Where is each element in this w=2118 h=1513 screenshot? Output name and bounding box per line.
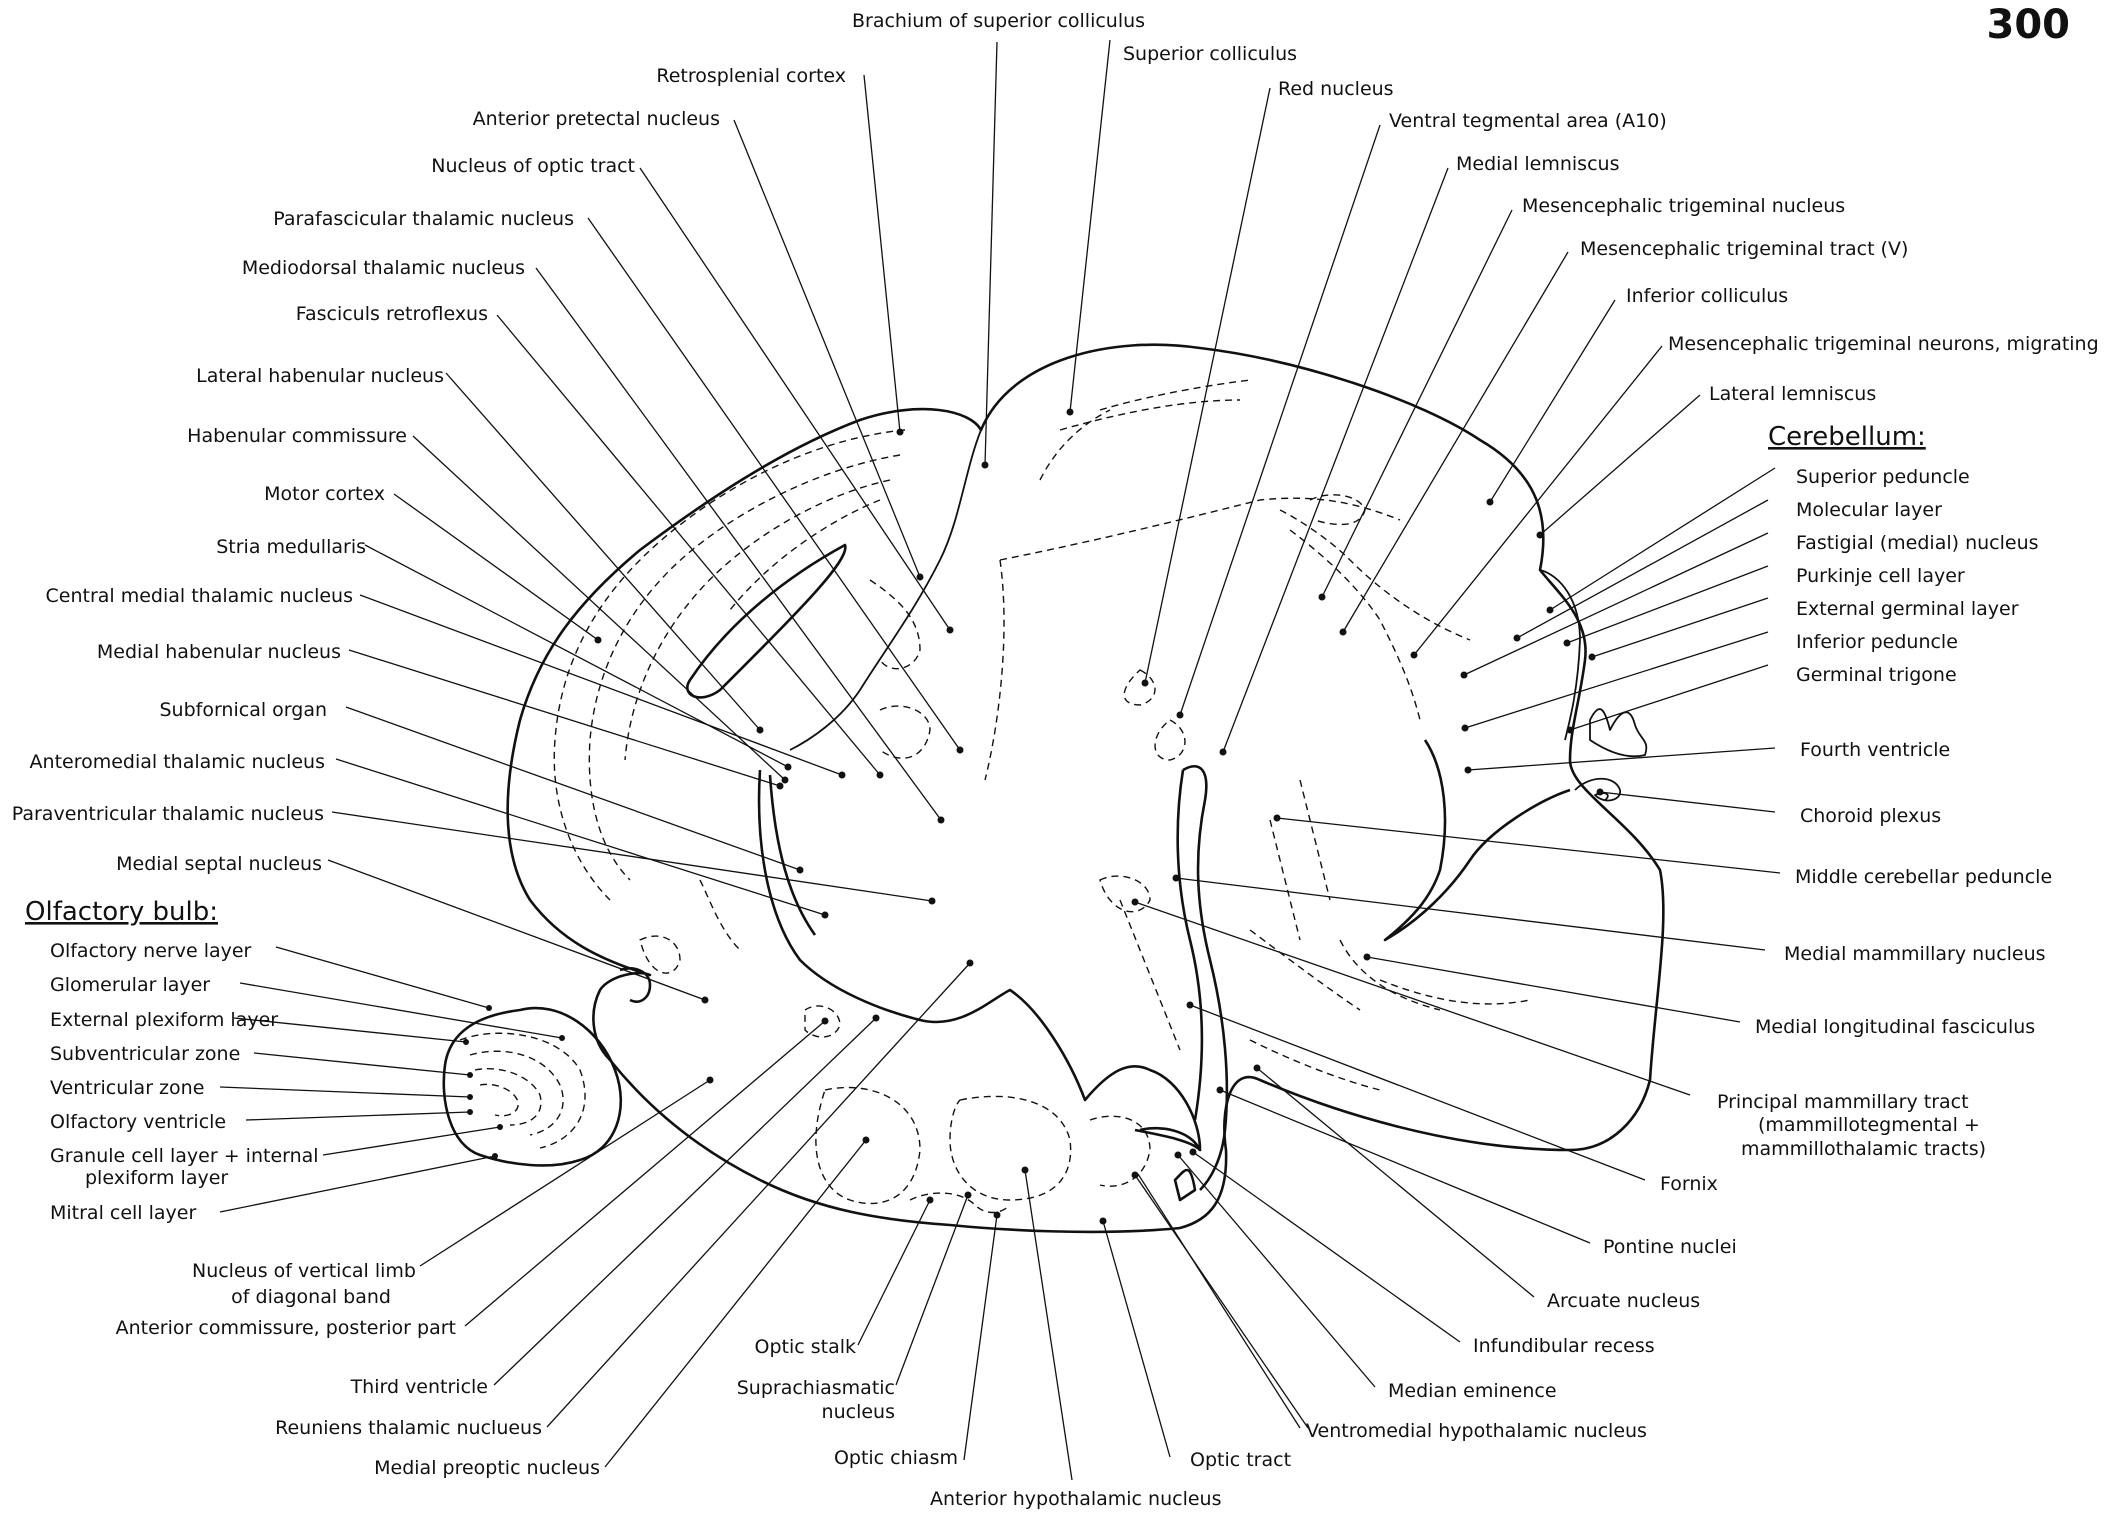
label-anterior-pretectal: Anterior pretectal nucleus xyxy=(473,108,720,130)
third-ventricle-inner xyxy=(768,774,817,936)
germinal-trigone-shape xyxy=(1589,708,1648,758)
label-subfornical-organ: Subfornical organ xyxy=(159,699,327,721)
label-olfactory-nerve-layer: Olfactory nerve layer xyxy=(50,940,252,962)
label-pmt-1: Principal mammillary tract xyxy=(1717,1091,1969,1113)
lateral-ventricle xyxy=(686,543,847,699)
label-median-eminence: Median eminence xyxy=(1388,1380,1557,1402)
label-anteromedial: Anteromedial thalamic nucleus xyxy=(30,751,325,773)
label-motor-cortex: Motor cortex xyxy=(264,483,385,505)
label-anterior-commissure: Anterior commissure, posterior part xyxy=(116,1317,456,1339)
label-infundibular-recess: Infundibular recess xyxy=(1473,1335,1655,1357)
aqueduct-right xyxy=(1182,765,1229,1191)
label-reuniens: Reuniens thalamic nuclueus xyxy=(275,1417,542,1439)
fourth-ventricle xyxy=(1383,739,1571,942)
cerebellum-header: Cerebellum: xyxy=(1768,422,1926,452)
cerebellum-arc xyxy=(1539,569,1581,741)
label-mesencephalic-trigeminal-neurons: Mesencephalic trigeminal neurons, migrat… xyxy=(1668,333,2099,355)
olfactory-bulb-header: Olfactory bulb: xyxy=(25,897,218,927)
label-fornix: Fornix xyxy=(1660,1173,1718,1195)
label-brachium-superior-colliculus: Brachium of superior colliculus xyxy=(852,10,1145,32)
label-superior-colliculus: Superior colliculus xyxy=(1123,43,1297,65)
label-external-plexiform: External plexiform layer xyxy=(50,1009,278,1031)
aqueduct-left xyxy=(1176,769,1204,1121)
label-mesencephalic-trigeminal-tract: Mesencephalic trigeminal tract (V) xyxy=(1580,238,1908,260)
leader-lines xyxy=(219,39,1781,1481)
label-medial-habenular: Medial habenular nucleus xyxy=(97,641,341,663)
label-medial-preoptic: Medial preoptic nucleus xyxy=(374,1457,600,1479)
label-medial-lemniscus: Medial lemniscus xyxy=(1456,153,1619,175)
label-red-nucleus: Red nucleus xyxy=(1278,78,1394,100)
label-external-germinal-layer: External germinal layer xyxy=(1796,598,2019,620)
label-pmt-2: (mammillotegmental + xyxy=(1758,1114,1980,1136)
label-arcuate: Arcuate nucleus xyxy=(1547,1290,1700,1312)
leader-dots xyxy=(463,408,1604,1225)
label-anterior-hypothalamic: Anterior hypothalamic nucleus xyxy=(930,1488,1222,1510)
label-optic-stalk: Optic stalk xyxy=(754,1336,856,1358)
label-ventricular-zone: Ventricular zone xyxy=(50,1077,204,1099)
internal-contours xyxy=(459,379,1531,1214)
label-optic-chiasm: Optic chiasm xyxy=(834,1447,958,1469)
label-stria-medullaris: Stria medullaris xyxy=(216,536,366,558)
label-parafascicular: Parafascicular thalamic nucleus xyxy=(273,208,574,230)
label-mediodorsal: Mediodorsal thalamic nucleus xyxy=(242,257,525,279)
label-inferior-peduncle: Inferior peduncle xyxy=(1796,631,1958,653)
label-germinal-trigone: Germinal trigone xyxy=(1796,664,1957,686)
label-suprachiasmatic-1: Suprachiasmatic xyxy=(737,1377,895,1399)
label-middle-cerebellar-peduncle: Middle cerebellar peduncle xyxy=(1795,866,2052,888)
cortex-midbrain-boundary xyxy=(789,429,982,751)
label-granule-cell-layer-1: Granule cell layer + internal xyxy=(50,1145,319,1167)
label-vertical-limb-2: of diagonal band xyxy=(231,1286,391,1308)
label-habenular-commissure: Habenular commissure xyxy=(187,425,407,447)
label-medial-septal: Medial septal nucleus xyxy=(116,853,322,875)
label-fourth-ventricle: Fourth ventricle xyxy=(1800,739,1950,761)
label-superior-peduncle: Superior peduncle xyxy=(1796,466,1970,488)
page-number: 300 xyxy=(1987,2,2071,48)
label-medial-mammillary: Medial mammillary nucleus xyxy=(1784,943,2046,965)
label-fasciculus-retroflexus: Fasciculs retroflexus xyxy=(296,303,488,325)
label-central-medial: Central medial thalamic nucleus xyxy=(46,585,354,607)
label-molecular-layer: Molecular layer xyxy=(1796,499,1942,521)
label-inferior-colliculus: Inferior colliculus xyxy=(1626,285,1788,307)
label-pontine-nuclei: Pontine nuclei xyxy=(1603,1236,1737,1258)
label-purkinje-cell-layer: Purkinje cell layer xyxy=(1796,565,1965,587)
olfactory-stalk xyxy=(619,967,652,1003)
choroid-plexus-shape xyxy=(1574,777,1621,802)
label-fastigial-nucleus: Fastigial (medial) nucleus xyxy=(1796,532,2039,554)
label-vertical-limb-1: Nucleus of vertical limb xyxy=(192,1260,416,1282)
label-granule-cell-layer-2: plexiform layer xyxy=(85,1167,228,1189)
label-olfactory-ventricle: Olfactory ventricle xyxy=(50,1111,226,1133)
label-paraventricular: Paraventricular thalamic nucleus xyxy=(12,803,324,825)
label-optic-tract: Optic tract xyxy=(1190,1449,1291,1471)
label-third-ventricle: Third ventricle xyxy=(350,1376,488,1398)
label-lateral-habenular: Lateral habenular nucleus xyxy=(196,365,444,387)
label-nucleus-optic-tract: Nucleus of optic tract xyxy=(431,155,635,177)
label-pmt-3: mammillothalamic tracts) xyxy=(1741,1138,1986,1160)
label-ventromedial-hypothalamic: Ventromedial hypothalamic nucleus xyxy=(1306,1420,1647,1442)
label-subventricular-zone: Subventricular zone xyxy=(50,1043,240,1065)
brain-outline xyxy=(442,343,1665,1234)
median-eminence-shape xyxy=(1134,1128,1201,1202)
label-lateral-lemniscus: Lateral lemniscus xyxy=(1709,383,1876,405)
label-mlf: Medial longitudinal fasciculus xyxy=(1755,1016,2035,1038)
label-vta: Ventral tegmental area (A10) xyxy=(1389,110,1667,132)
label-choroid-plexus: Choroid plexus xyxy=(1800,805,1941,827)
label-suprachiasmatic-2: nucleus xyxy=(822,1401,895,1423)
label-glomerular-layer: Glomerular layer xyxy=(50,974,210,996)
label-retrosplenial-cortex: Retrosplenial cortex xyxy=(656,65,846,87)
olfactory-bulb-outline xyxy=(442,1006,623,1167)
label-mitral-cell-layer: Mitral cell layer xyxy=(50,1202,196,1224)
label-mesencephalic-trigeminal-nucleus: Mesencephalic trigeminal nucleus xyxy=(1522,195,1845,217)
third-ventricle-wall xyxy=(757,769,1202,1152)
